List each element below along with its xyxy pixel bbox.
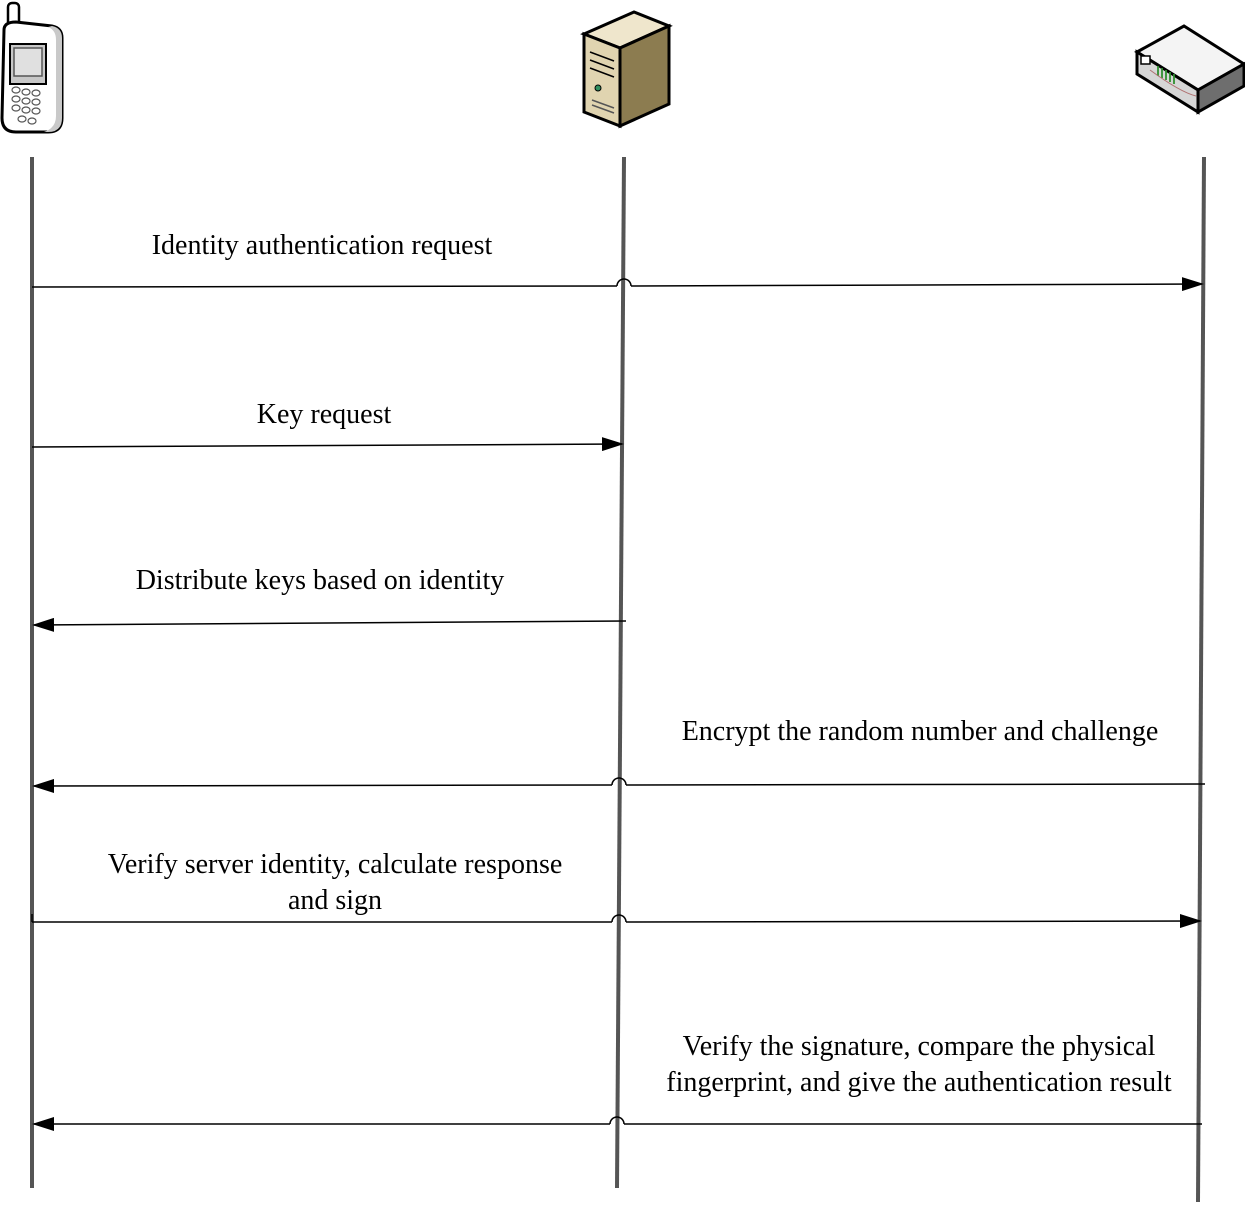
lifeline-server bbox=[615, 156, 626, 1189]
message-label-line: Verify the signature, compare the physic… bbox=[682, 1031, 1156, 1062]
message-label: Identity authentication request bbox=[151, 230, 493, 261]
message-arrow bbox=[31, 914, 1202, 929]
message-arrow bbox=[32, 777, 1206, 793]
message-arrow bbox=[31, 277, 1204, 292]
server-icon bbox=[580, 10, 673, 129]
message-arrow bbox=[31, 437, 624, 452]
message-label: Verify the signature, compare the physic… bbox=[630, 1029, 1208, 1101]
message-label-line: and sign bbox=[287, 885, 383, 916]
router-icon bbox=[1134, 24, 1245, 115]
message-label-line: fingerprint, and give the authentication… bbox=[666, 1067, 1172, 1098]
mobile-phone-icon bbox=[0, 1, 64, 134]
lifeline-router bbox=[1196, 156, 1206, 1203]
message-label: Verify server identity, calculate respon… bbox=[60, 847, 610, 919]
message-label-line: Verify server identity, calculate respon… bbox=[107, 849, 563, 880]
message-label: Key request bbox=[256, 399, 392, 430]
message-arrow bbox=[32, 1116, 1202, 1131]
message-label: Distribute keys based on identity bbox=[135, 565, 505, 596]
message-label: Encrypt the random number and challenge bbox=[681, 716, 1159, 747]
message-arrow bbox=[32, 617, 627, 632]
